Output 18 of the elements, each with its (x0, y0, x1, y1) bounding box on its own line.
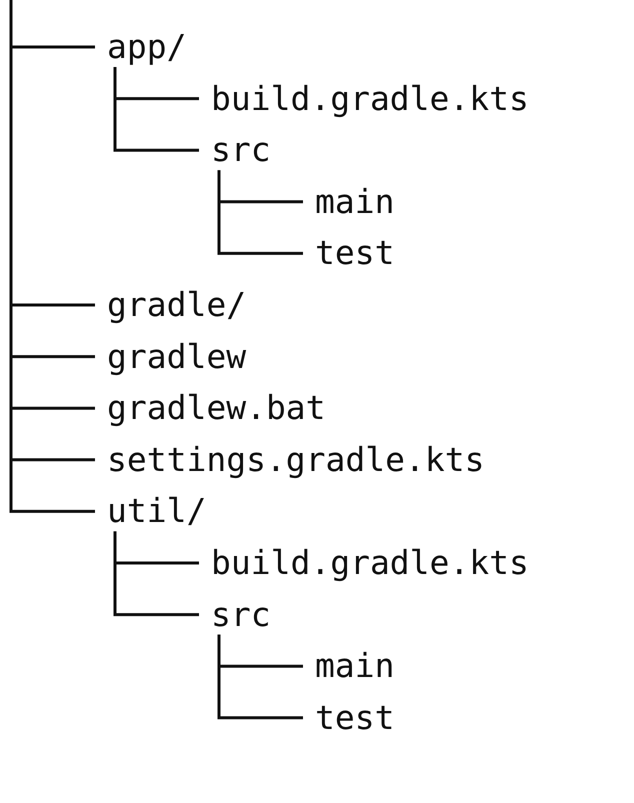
tree-entry-label: build.gradle.kts (211, 543, 529, 583)
tree-entry-label: test (315, 233, 394, 274)
tree-connector (218, 170, 303, 255)
tree-entry-label: util/ (107, 491, 206, 532)
tree-entry-label: settings.gradle.kts (107, 440, 484, 480)
tree-entry-label: gradlew (107, 336, 246, 377)
tree-entry-label: build.gradle.kts (211, 78, 529, 119)
tree-entry-label: app/ (107, 27, 186, 67)
tree-entry-label: src (211, 130, 271, 170)
tree-entry-label: main (315, 182, 394, 222)
tree-connector (218, 634, 303, 720)
tree-entry-label: main (315, 646, 394, 686)
tree-entry-label: gradle/ (107, 285, 246, 325)
tree-connector (114, 531, 199, 616)
tree-entry-label: test (315, 698, 394, 738)
tree-entry-label: gradlew.bat (107, 388, 326, 428)
tree-entry-label: src (211, 594, 271, 635)
tree-connector (114, 67, 199, 152)
